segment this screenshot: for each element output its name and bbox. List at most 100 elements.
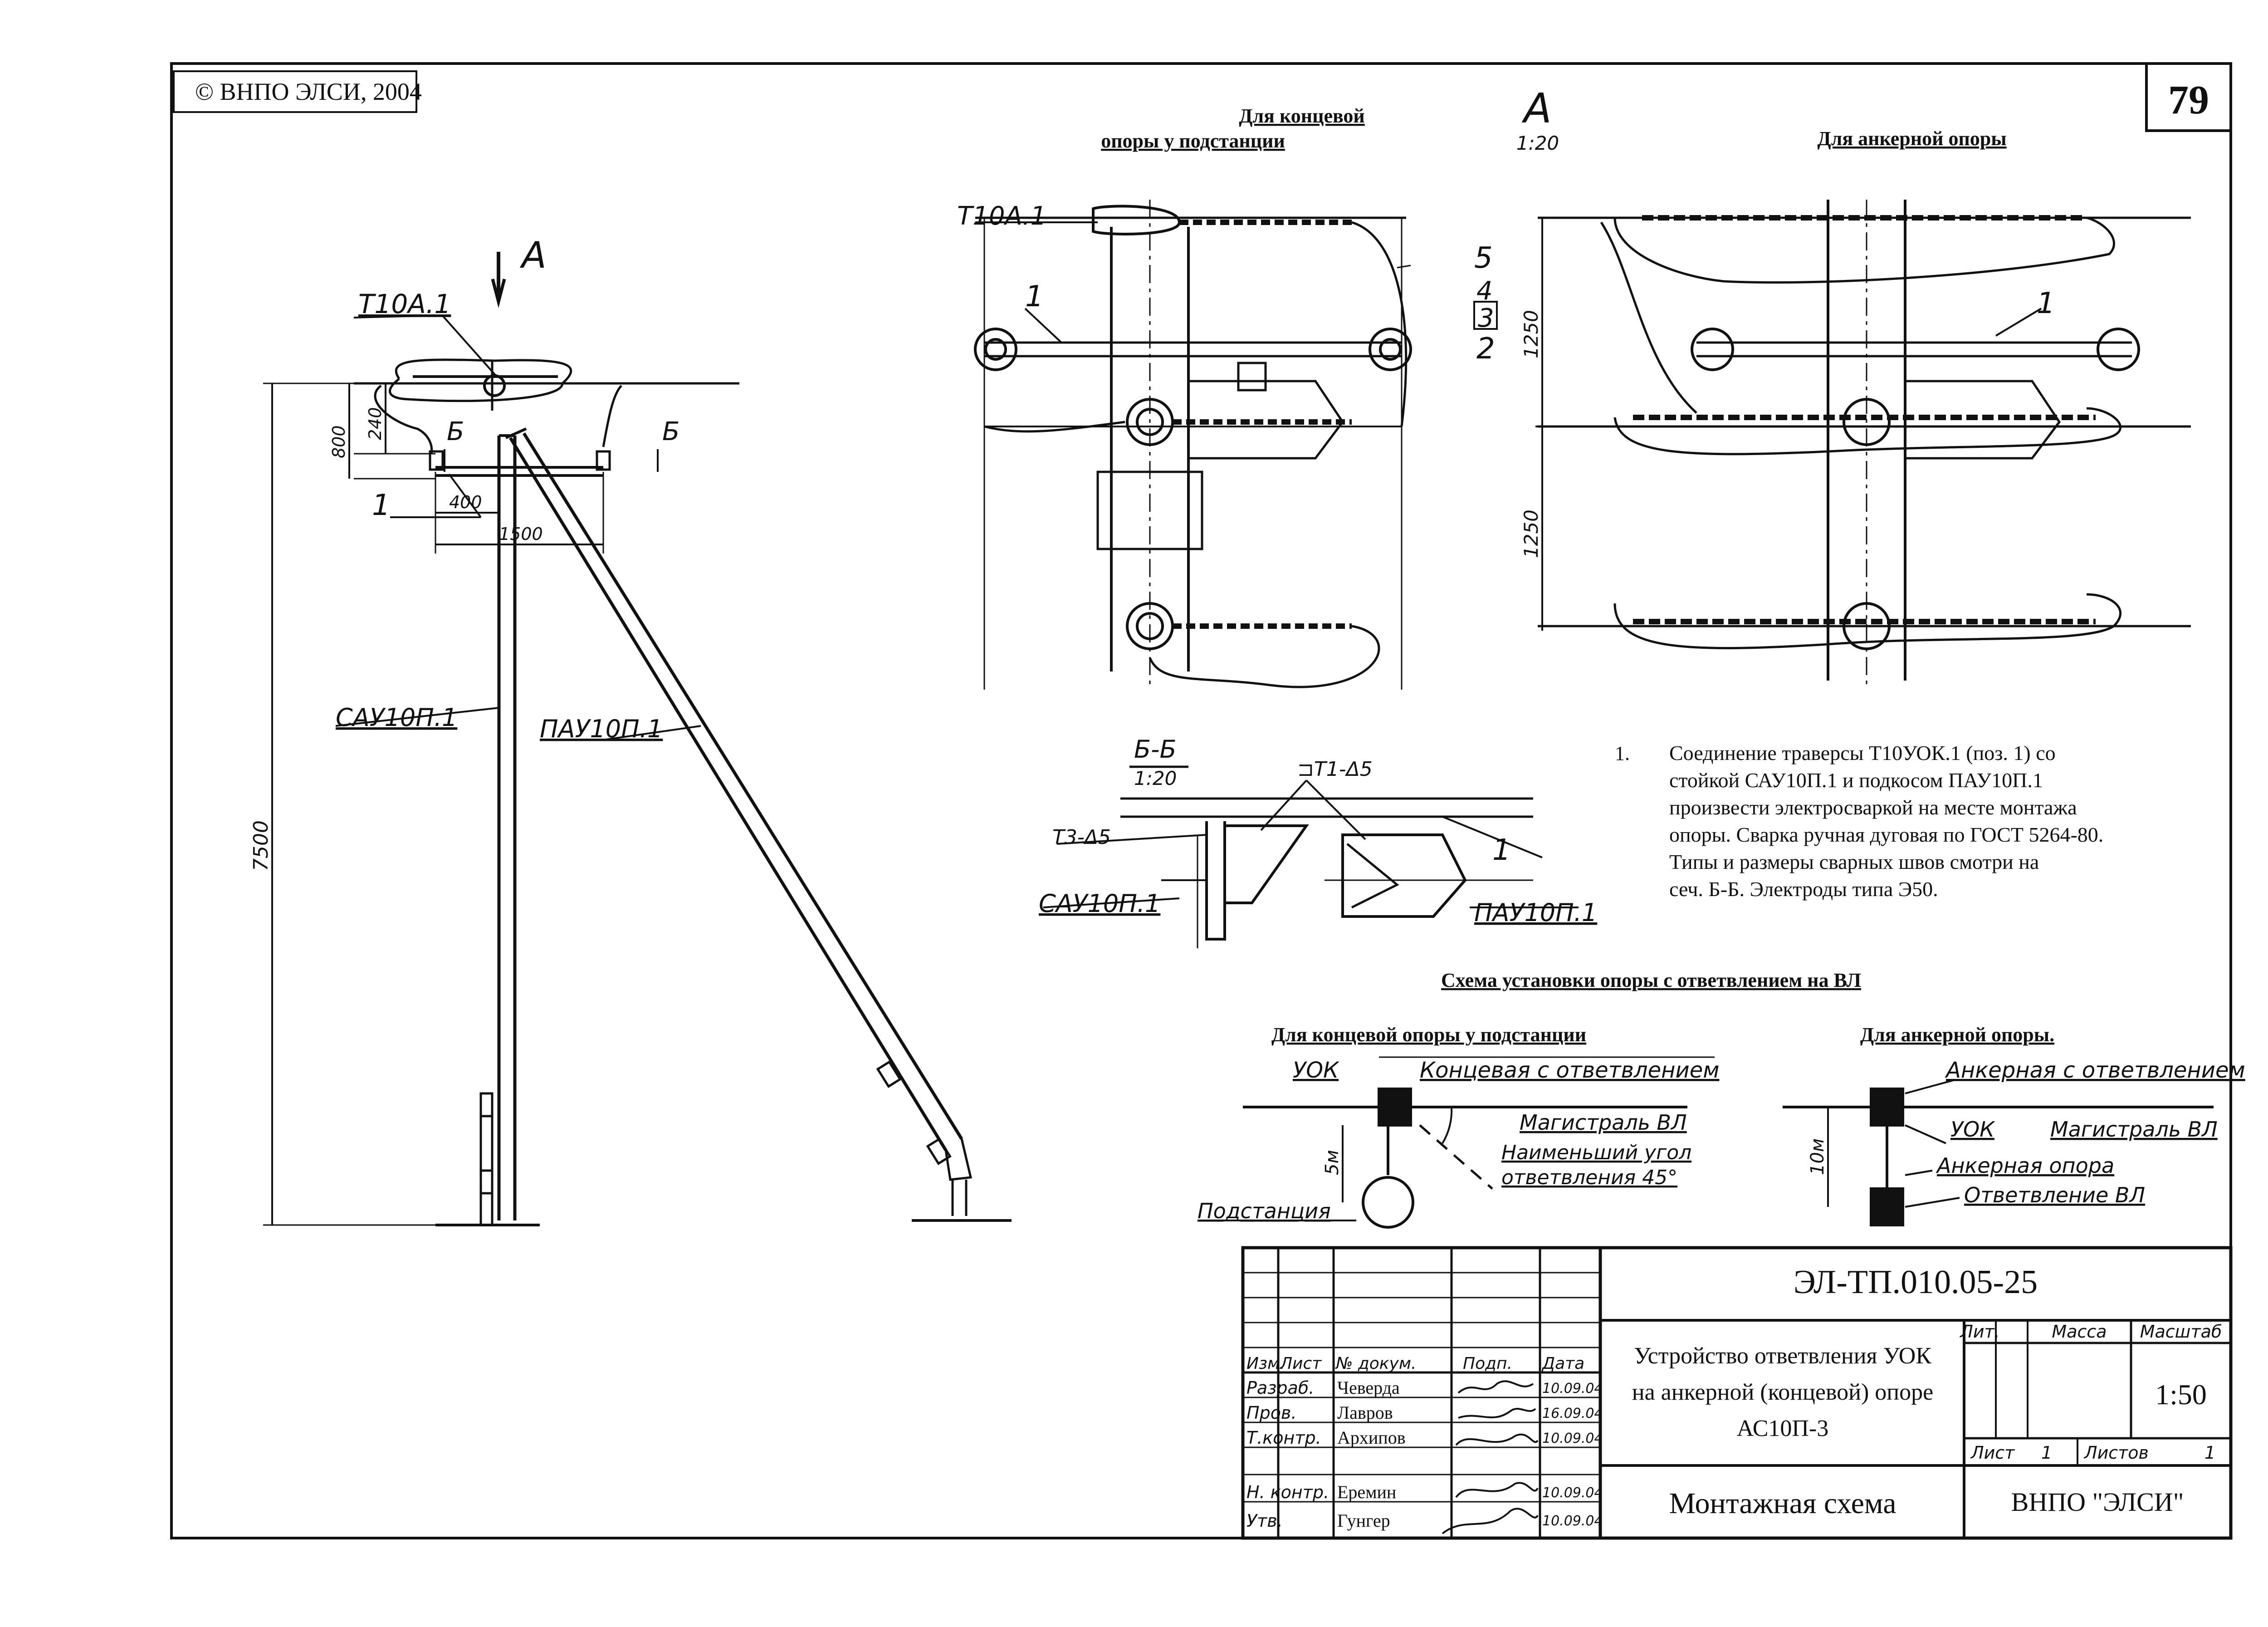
tb-scale-value: 1:50: [2155, 1378, 2207, 1411]
left-arrow-label: А: [519, 234, 547, 276]
left-dim-800: 800: [329, 425, 349, 458]
ea-item-3: 3: [1478, 304, 1494, 333]
leader-crossarm-underline: [353, 314, 443, 319]
bb-leader-1: [1442, 816, 1543, 858]
post-fixing-2: [479, 1169, 494, 1195]
bb-scale: 1:20: [1134, 767, 1177, 789]
view-arrow-head: [491, 279, 506, 308]
jumper-left: [374, 385, 433, 455]
scheme-leader-anchor-branch: [1905, 1079, 1955, 1094]
tb-sheet-value: 1: [2041, 1443, 2052, 1463]
scheme-anchor-branch-label: Анкерная с ответвлением: [1945, 1058, 2245, 1083]
tb-date-5: 10.09.04: [1542, 1513, 1603, 1529]
bb-leader-t1a: [1260, 779, 1307, 831]
ea-bottom-jumper: [1149, 625, 1380, 688]
title-block-grid: [1241, 1246, 2233, 1540]
signature-3: [1455, 1433, 1539, 1446]
crossarm-insulator-right: [596, 450, 611, 471]
bb-weld-t3: Т3-Δ5: [1052, 826, 1111, 849]
tb-lit-header: Лит.: [1959, 1322, 2000, 1342]
left-section-mark-left: Б: [447, 417, 464, 446]
view-a-end: [974, 200, 1498, 690]
page-number-box: [2145, 62, 2232, 132]
ea-item-5: 5: [1474, 241, 1493, 275]
sheet-frame: [170, 62, 2232, 1539]
bb-post-plate: [1205, 821, 1226, 941]
scheme-angle-line: [1419, 1124, 1493, 1190]
note-line-4: опоры. Сварка ручная дуговая по ГОСТ 526…: [1669, 823, 2103, 846]
ea-top-clamp: [1092, 205, 1181, 235]
scheme-end-angle-1: Наименьший угол: [1501, 1141, 1691, 1164]
signature-2: [1458, 1408, 1536, 1419]
tb-sheets-label: Листов: [2083, 1443, 2149, 1463]
scheme-end-branch-label: Концевая с ответвлением: [1420, 1058, 1719, 1083]
scheme-anchor-support: Анкерная опора: [1936, 1153, 2114, 1178]
tb-col-date: Дата: [1541, 1354, 1584, 1373]
leader-crossarm: [441, 314, 498, 377]
brace-fixing-1: [876, 1060, 902, 1088]
left-dim-400: 400: [449, 492, 482, 512]
bb-post-angle: [1225, 824, 1309, 904]
header-end-line2: опоры у подстанции: [1101, 130, 1285, 152]
an-top-loop: [1613, 216, 2115, 284]
ea-crossarm-label: Т10А.1: [957, 201, 1046, 231]
tb-role-2: Пров.: [1246, 1403, 1296, 1423]
tb-role-3: Т.контр.: [1246, 1428, 1321, 1448]
title-block-frame: [1241, 1246, 2233, 1540]
note-line-6: сеч. Б-Б. Электроды типа Э50.: [1669, 877, 1938, 901]
scheme-leader-anchor-support: [1905, 1170, 1933, 1176]
scheme-anchor-dim: 10м: [1807, 1138, 1828, 1175]
scheme-angle-arc: [1442, 1107, 1453, 1144]
leader-brace: [605, 725, 701, 740]
header-end-line1: Для концевой: [1239, 105, 1365, 127]
left-item-1: 1: [372, 489, 391, 522]
note-line-2: стойкой САУ10П.1 и подкосом ПАУ10П.1: [1669, 769, 2043, 792]
ea-crossarm-end-right: [1369, 328, 1412, 371]
bb-brace-weld: [1346, 843, 1399, 909]
an-bottom-loop: [1613, 593, 2121, 649]
tb-name-1: Устройство ответвления УОК: [1634, 1343, 1931, 1369]
ea-post-band: [1096, 470, 1203, 550]
bb-weld-t1: ⊐Т1-Δ5: [1297, 758, 1373, 781]
tb-role-1: Разраб.: [1246, 1378, 1314, 1398]
scheme-end-dim: 5м: [1322, 1150, 1343, 1175]
tb-sheet-title: Монтажная схема: [1669, 1487, 1896, 1520]
header-anchor: Для анкерной опоры: [1817, 127, 2006, 150]
ea-item-1: 1: [1025, 280, 1044, 314]
signature-5: [1442, 1508, 1539, 1534]
ea-leader-item-1: [1024, 308, 1062, 343]
bb-item-1: 1: [1492, 833, 1511, 867]
side-view: [263, 252, 1012, 1226]
brace-head: [505, 427, 527, 439]
tb-name-person-5: Гунгер: [1337, 1510, 1390, 1531]
an-leader-item-1: [1995, 308, 2042, 337]
view-a-letter: А: [1521, 85, 1552, 132]
brace-upper-edge: [509, 437, 947, 1151]
scheme-leader-uok: [1905, 1124, 1946, 1144]
tb-date-1: 10.09.04: [1542, 1381, 1603, 1397]
scheme-anchor-uok: УОК: [1950, 1117, 1995, 1142]
scheme-title: Схема установки опоры с ответвлением на …: [1441, 969, 1861, 991]
post-fixing-1: [479, 1092, 494, 1117]
bb-post-label: САУ10П.1: [1039, 889, 1160, 918]
tb-col-list: Лист: [1279, 1354, 1322, 1373]
note-line-3: произвести электросваркой на месте монта…: [1669, 796, 2077, 819]
an-item-1: 1: [2037, 287, 2055, 320]
left-section-mark-right: Б: [662, 417, 679, 446]
scheme-end-main: Магистраль ВЛ: [1520, 1110, 1687, 1135]
left-brace-label: ПАУ10П.1: [540, 715, 663, 743]
tb-date-2: 16.09.04: [1542, 1406, 1603, 1421]
leader-item-1-b: [448, 473, 482, 518]
bb-title: Б-Б: [1134, 735, 1177, 764]
ea-crossarm-end-left: [974, 328, 1017, 371]
scheme-end-support: [1378, 1088, 1412, 1127]
scheme-substation: Подстанция: [1198, 1199, 1331, 1223]
tb-name-2: на анкерной (концевой) опоре: [1632, 1379, 1933, 1405]
an-bracket: [1905, 380, 2061, 460]
signature-1: [1457, 1380, 1534, 1394]
ea-item-box-4-3: [1473, 301, 1498, 330]
scheme-anchor-main: Магистраль ВЛ: [2050, 1117, 2218, 1142]
jumper-right: [602, 385, 622, 447]
note-number: 1.: [1615, 742, 1630, 764]
